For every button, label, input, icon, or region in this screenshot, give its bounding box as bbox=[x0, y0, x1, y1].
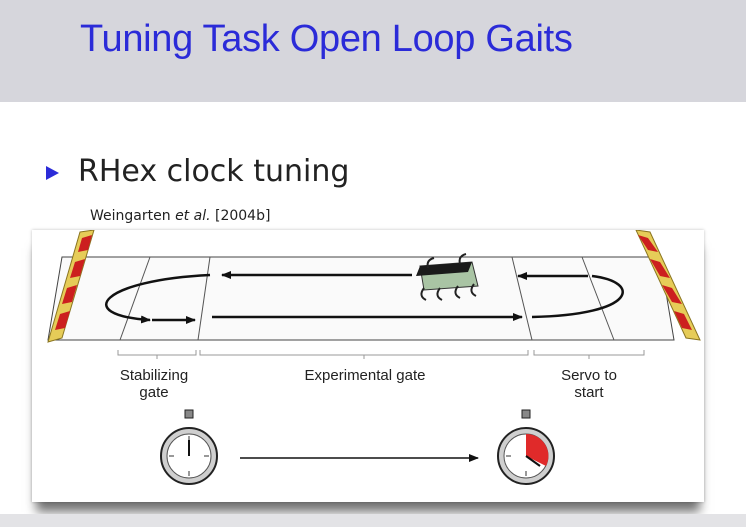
figure-svg: Stabilizing gate Experimental gate Servo… bbox=[47, 229, 701, 485]
bullet-text: RHex clock tuning bbox=[78, 154, 350, 189]
gate-brackets bbox=[117, 350, 645, 359]
gate-post-icon bbox=[635, 229, 701, 341]
stopwatch-icon bbox=[497, 409, 555, 485]
servo-to-start-label-line1: Servo to bbox=[561, 367, 617, 384]
robot-path-arrows bbox=[105, 271, 624, 324]
bottom-strip bbox=[0, 514, 746, 527]
citation: Weingarten et al. [2004b] bbox=[90, 208, 270, 224]
slide-header: Tuning Task Open Loop Gaits bbox=[0, 0, 746, 102]
citation-author: Weingarten bbox=[90, 208, 171, 224]
experimental-gate-label: Experimental gate bbox=[305, 367, 426, 384]
track-floor bbox=[47, 256, 675, 341]
robot-icon bbox=[416, 253, 479, 301]
bullet-triangle-icon bbox=[46, 166, 59, 180]
citation-ref: [2004b] bbox=[215, 208, 271, 224]
slide-title: Tuning Task Open Loop Gaits bbox=[80, 18, 573, 60]
gait-tuning-figure: Stabilizing gate Experimental gate Servo… bbox=[32, 229, 704, 502]
stopwatch-icon bbox=[160, 409, 218, 485]
gate-post-icon bbox=[47, 229, 95, 343]
stabilizing-gate-label-line2: gate bbox=[139, 384, 168, 401]
citation-etal: et al. bbox=[175, 208, 211, 224]
stabilizing-gate-label-line1: Stabilizing bbox=[120, 367, 188, 384]
servo-to-start-label-line2: start bbox=[574, 384, 604, 401]
